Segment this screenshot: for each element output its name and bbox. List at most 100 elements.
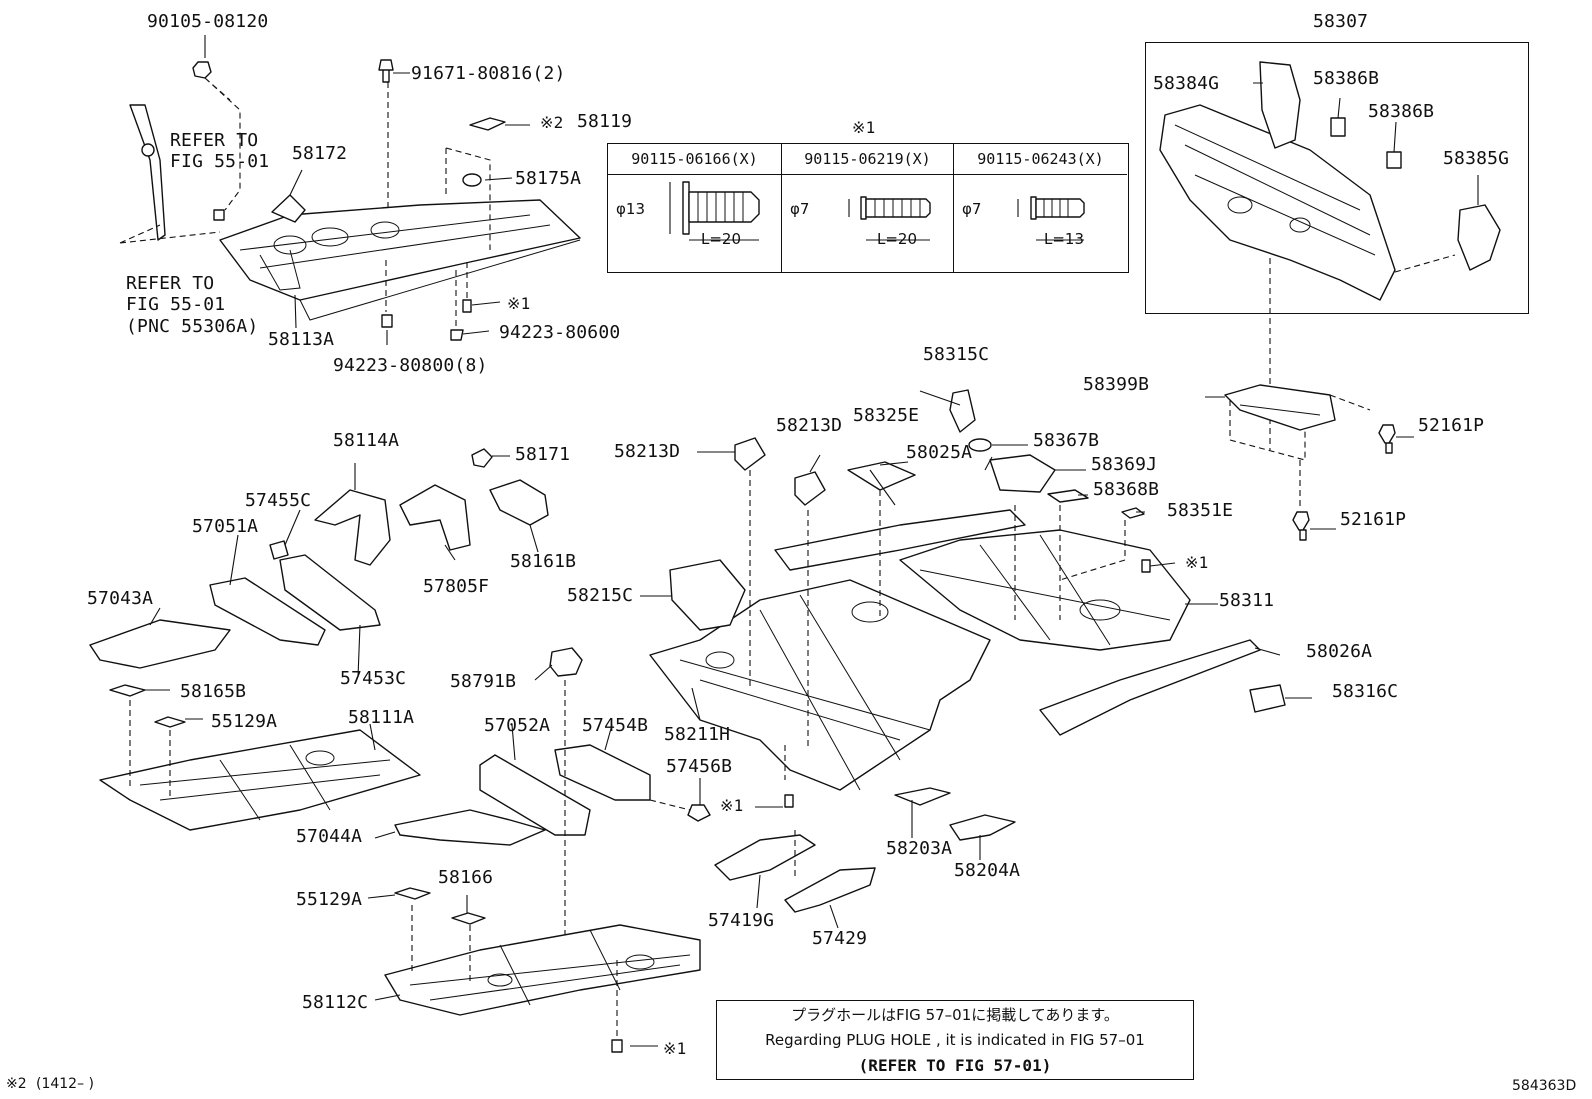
label-94223-80800: 94223-80800(8)	[333, 355, 488, 376]
label-58203a: 58203A	[886, 838, 953, 859]
refer-to-top-line2: FIG 55-01	[170, 151, 270, 172]
note-line-english: Regarding PLUG HOLE , it is indicated in…	[765, 1031, 1145, 1049]
member-57044a	[394, 809, 546, 846]
table-footnote-mark: ※1	[852, 118, 876, 137]
label-58026a: 58026A	[1306, 641, 1373, 662]
bracket-58213d-2	[794, 471, 826, 506]
label-94223-80600: 94223-80600	[499, 322, 621, 343]
label-58025a: 58025A	[906, 442, 973, 463]
label-58166: 58166	[438, 867, 494, 888]
plate-58325e	[847, 461, 916, 491]
floor-rear-58311	[899, 529, 1191, 651]
label-58369j: 58369J	[1091, 454, 1158, 475]
bolt-col-2: 90115-06219(X) φ7 L=20	[782, 144, 954, 272]
label-57453c: 57453C	[340, 668, 407, 689]
label-58315c: 58315C	[923, 344, 990, 365]
bracket-57455c	[269, 540, 289, 560]
member-58026a	[1039, 639, 1261, 736]
reinforcement-58025a	[774, 509, 1026, 571]
member-57429	[784, 867, 876, 913]
member-57453c	[279, 554, 381, 631]
bolt-90105	[192, 61, 212, 79]
label-57455c: 57455C	[245, 490, 312, 511]
refer-to-left-line2: FIG 55-01	[126, 294, 226, 315]
dash-panel-58307	[1159, 61, 1501, 301]
label-55129a-1: 55129A	[211, 711, 278, 732]
note-line-japanese: プラグホールはFIG 57–01に掲載してあります。	[791, 1006, 1119, 1024]
label-58175a: 58175A	[515, 168, 582, 189]
bolt-col-3-len: L=13	[1044, 230, 1085, 248]
plug-58165b	[109, 684, 146, 697]
plug-58166	[451, 912, 486, 925]
label-58213d-2: 58213D	[776, 415, 843, 436]
clip-58119	[469, 117, 506, 131]
undercover-58399b	[1224, 384, 1336, 431]
label-58351e: 58351E	[1167, 500, 1234, 521]
part-58172	[271, 194, 306, 223]
clip-57456b	[687, 804, 711, 822]
clip-58171	[471, 448, 493, 468]
label-57454b: 57454B	[582, 715, 649, 736]
plate-58204a	[949, 814, 1016, 841]
floor-front-58211h	[649, 579, 991, 791]
bracket-57805f	[399, 484, 471, 551]
bolt-col-2-part: 90115-06219(X)	[782, 144, 953, 175]
label-58368b: 58368B	[1093, 479, 1160, 500]
member-57051a	[209, 577, 326, 646]
refer-to-left-line3: (PNC 55306A)	[126, 316, 259, 337]
plug-hole-note: プラグホールはFIG 57–01に掲載してあります。 Regarding PLU…	[716, 1000, 1194, 1080]
bolt-col-1-dia: φ13	[616, 200, 645, 218]
bolt-bottom	[611, 1039, 623, 1053]
label-57805f: 57805F	[423, 576, 490, 597]
label-58325e: 58325E	[853, 405, 920, 426]
label-58307: 58307	[1313, 11, 1369, 32]
plug-55129a-1	[154, 716, 186, 728]
bolt-col-1-len: L=20	[701, 230, 742, 248]
label-58213d-1: 58213D	[614, 441, 681, 462]
refer-to-left-line1: REFER TO	[126, 273, 215, 294]
bolt-sketches	[669, 181, 1085, 241]
label-58385g: 58385G	[1443, 148, 1510, 169]
label-58211h: 58211H	[664, 724, 731, 745]
bolt-col-2-dia: φ7	[790, 200, 810, 218]
label-57044a: 57044A	[296, 826, 363, 847]
label-58165b: 58165B	[180, 681, 247, 702]
label-58367b: 58367B	[1033, 430, 1100, 451]
member-57454b	[554, 744, 651, 801]
member-57419g	[714, 834, 816, 881]
label-58112c: 58112C	[302, 992, 369, 1013]
footnote-mark-1-d: ※1	[663, 1039, 687, 1058]
plug-55129a-2	[394, 887, 431, 900]
label-55129a-2: 55129A	[296, 889, 363, 910]
bolt-spec-table: 90115-06166(X) φ13 L=20 90115-06219(X) φ…	[607, 143, 1129, 273]
label-58172: 58172	[292, 143, 348, 164]
label-58161b: 58161B	[510, 551, 577, 572]
label-58171: 58171	[515, 444, 571, 465]
footnote-mark-2: ※2	[540, 113, 564, 132]
floor-58112c	[384, 924, 701, 1016]
bolt-col-2-len: L=20	[877, 230, 918, 248]
bolt-col-1-part: 90115-06166(X)	[608, 144, 781, 175]
label-57051a: 57051A	[192, 516, 259, 537]
label-58316c: 58316C	[1332, 681, 1399, 702]
label-57052a: 57052A	[484, 715, 551, 736]
footnote-mark-1-a: ※1	[507, 294, 531, 313]
label-58114a: 58114A	[333, 430, 400, 451]
label-58386b-1: 58386B	[1313, 68, 1380, 89]
label-58111a: 58111A	[348, 707, 415, 728]
label-90105-08120: 90105-08120	[147, 11, 269, 32]
label-58119: 58119	[577, 111, 633, 132]
plug-58175a	[462, 173, 482, 187]
label-57456b: 57456B	[666, 756, 733, 777]
bolt-col-3-part: 90115-06243(X)	[954, 144, 1127, 175]
label-58113a: 58113A	[268, 329, 335, 350]
hood-rod	[129, 104, 166, 241]
member-57052a	[479, 754, 591, 836]
figure-code: 584363D	[1512, 1078, 1577, 1094]
bracket-58215c	[669, 559, 746, 631]
footnote-mark-1-b: ※1	[1185, 553, 1209, 572]
label-58384g: 58384G	[1153, 73, 1220, 94]
refer-to-top-line1: REFER TO	[170, 130, 259, 151]
